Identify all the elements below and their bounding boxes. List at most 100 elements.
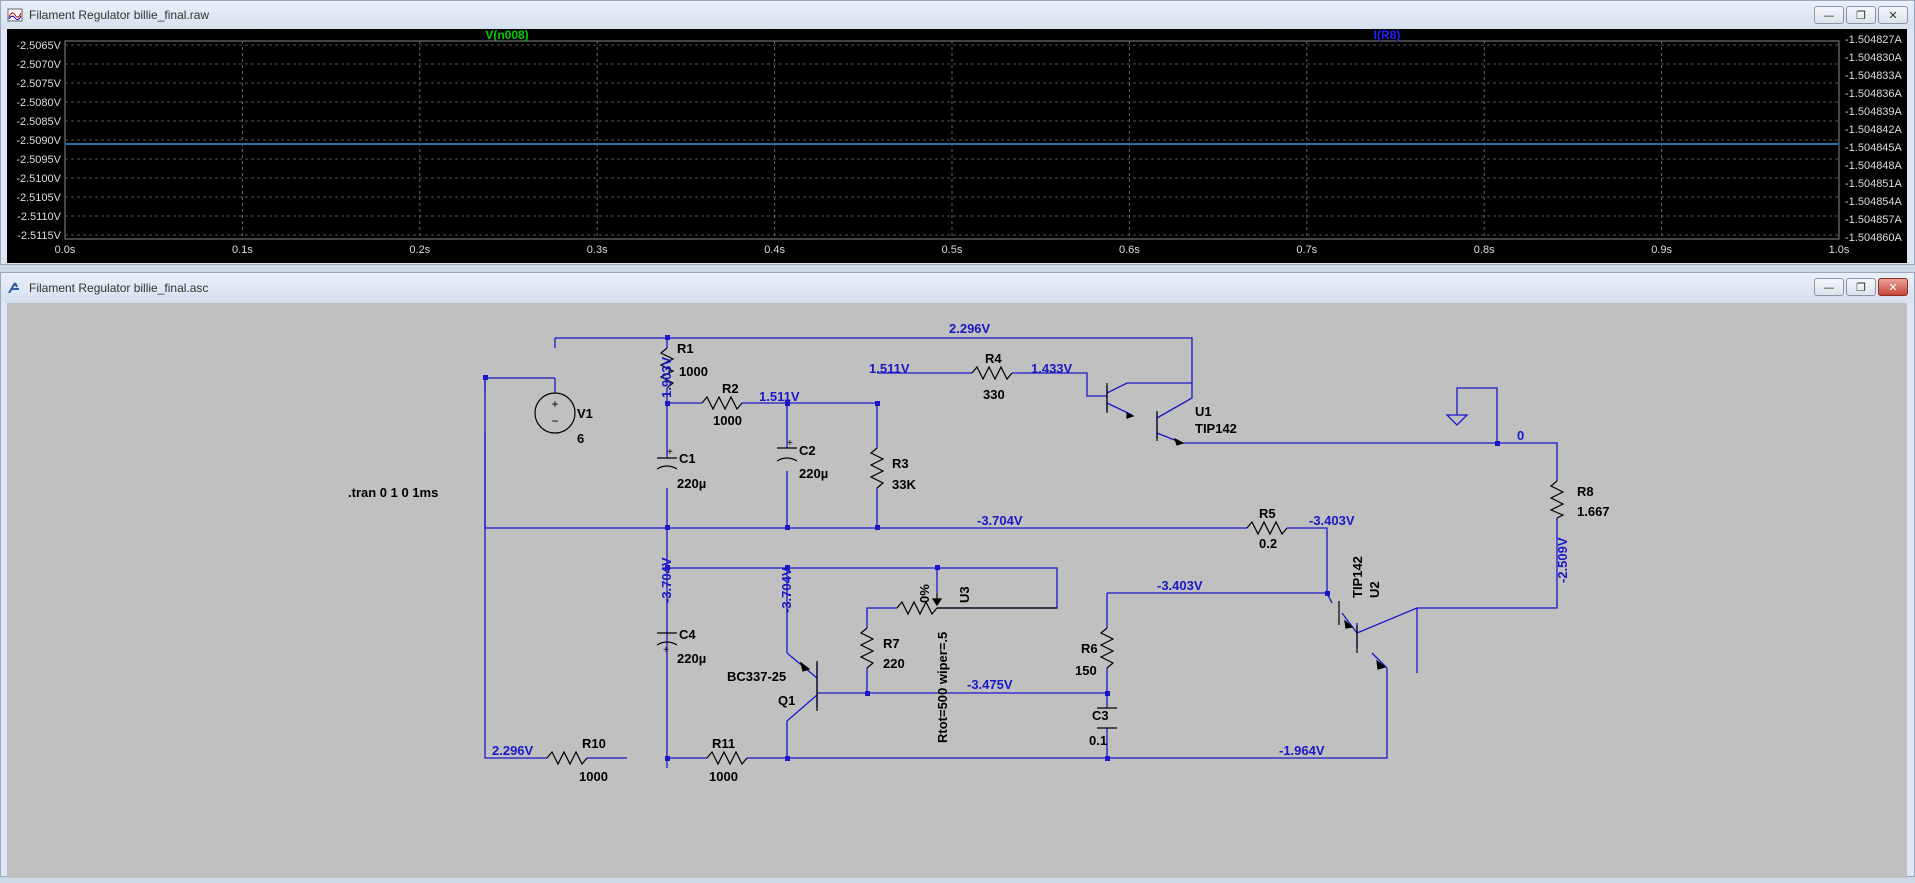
minimize-icon: — — [1823, 8, 1835, 22]
r8-value: 1.667 — [1577, 504, 1610, 519]
r4-value: 330 — [983, 387, 1005, 402]
u1-transistor[interactable] — [1106, 383, 1185, 446]
right-tick-label: -1.504857A — [1845, 214, 1903, 226]
x-tick-label: 0.9s — [1651, 244, 1672, 256]
r1-label: R1 — [677, 341, 694, 356]
plot-grid — [64, 40, 1840, 240]
q1-transistor[interactable] — [800, 661, 818, 711]
node-voltage-bottom-rail: -3.704V — [977, 513, 1023, 528]
r3-label: R3 — [892, 456, 909, 471]
left-tick-label: -2.5105V — [16, 192, 61, 204]
v1-plus-icon: + — [551, 397, 558, 411]
c3-value: 0.1 — [1089, 733, 1107, 748]
schematic-drawing[interactable]: + − + + + V1 6 R1 1000 R2 1000 R3 33K R4… — [7, 303, 1907, 878]
r6-label: R6 — [1081, 641, 1098, 656]
trace-label-v-n008[interactable]: V(n008) — [485, 28, 528, 42]
spice-directive[interactable]: .tran 0 1 0 1ms — [348, 485, 438, 500]
right-tick-label: -1.504836A — [1845, 88, 1903, 100]
waveform-window: Filament Regulator billie_final.raw — ❐ … — [0, 0, 1915, 265]
right-axis-ticks: -1.504827A-1.504830A-1.504833A-1.504836A… — [1845, 34, 1903, 244]
x-tick-label: 0.5s — [942, 244, 963, 256]
schematic-titlebar[interactable]: Filament Regulator billie_final.asc — ❐ … — [1, 273, 1914, 303]
r5-resistor[interactable] — [1246, 520, 1288, 536]
u3-potentiometer[interactable] — [896, 600, 1057, 616]
v1-source[interactable] — [534, 392, 576, 434]
minimize-button[interactable]: — — [1814, 6, 1844, 24]
node-voltage-u1-emitter: 0 — [1517, 428, 1524, 443]
r10-label: R10 — [582, 736, 606, 751]
r2-label: R2 — [722, 381, 739, 396]
r1-resistor[interactable] — [659, 347, 675, 389]
c2-label: C2 — [799, 443, 816, 458]
r11-value: 1000 — [709, 769, 738, 784]
c1-label: C1 — [679, 451, 696, 466]
c3-capacitor[interactable] — [1097, 707, 1117, 729]
close-icon: ✕ — [1888, 280, 1898, 294]
node-voltage-r1: 1.903V — [659, 356, 674, 398]
right-tick-label: -1.504842A — [1845, 124, 1903, 136]
u3-label: U3 — [957, 586, 972, 603]
v1-label: V1 — [577, 406, 593, 421]
left-tick-label: -2.5075V — [16, 78, 61, 90]
close-button[interactable]: ✕ — [1878, 278, 1908, 296]
node-voltage-q1-collector: -3.704V — [779, 567, 794, 613]
c4-label: C4 — [679, 627, 696, 642]
left-tick-label: -2.5095V — [16, 154, 61, 166]
c2-plus-icon: + — [787, 438, 793, 449]
c2-capacitor[interactable] — [776, 447, 798, 462]
x-tick-label: 0.8s — [1474, 244, 1495, 256]
r10-value: 1000 — [579, 769, 608, 784]
c4-value: 220µ — [677, 651, 706, 666]
c2-value: 220µ — [799, 466, 828, 481]
x-tick-label: 0.6s — [1119, 244, 1140, 256]
node-voltage-r4-right: 1.433V — [1031, 361, 1073, 376]
left-tick-label: -2.5115V — [17, 230, 61, 242]
left-axis-ticks: -2.5065V-2.5070V-2.5075V-2.5080V-2.5085V… — [16, 40, 61, 242]
restore-icon: ❐ — [1856, 8, 1866, 22]
node-voltage-bottom-line: -1.964V — [1279, 743, 1325, 758]
restore-button[interactable]: ❐ — [1846, 6, 1876, 24]
r8-resistor[interactable] — [1549, 480, 1565, 519]
q1-value: BC337-25 — [727, 669, 786, 684]
c4-plus-icon: + — [663, 645, 669, 656]
r2-resistor[interactable] — [701, 395, 743, 411]
r6-resistor[interactable] — [1099, 627, 1115, 669]
r4-resistor[interactable] — [971, 365, 1013, 381]
trace-label-i-r8[interactable]: I(R8) — [1374, 28, 1401, 42]
minimize-icon: — — [1823, 280, 1835, 294]
r3-resistor[interactable] — [869, 447, 885, 489]
u2-label: U2 — [1367, 581, 1382, 598]
schematic-window: Filament Regulator billie_final.asc — ❐ … — [0, 272, 1915, 878]
x-tick-label: 0.4s — [764, 244, 785, 256]
r11-resistor[interactable] — [706, 750, 748, 766]
schematic-canvas[interactable]: + − + + + V1 6 R1 1000 R2 1000 R3 33K R4… — [7, 303, 1907, 878]
schematic-app-icon — [8, 282, 19, 294]
u3-value: 0% — [917, 584, 932, 603]
right-tick-label: -1.504851A — [1845, 178, 1903, 190]
waveform-titlebar[interactable]: Filament Regulator billie_final.raw — ❐ … — [1, 1, 1914, 29]
x-tick-label: 0.3s — [587, 244, 608, 256]
minimize-button[interactable]: — — [1814, 278, 1844, 296]
node-voltage-top: 2.296V — [949, 321, 991, 336]
waveform-plot-area[interactable]: -2.5065V-2.5070V-2.5075V-2.5080V-2.5085V… — [7, 28, 1907, 263]
restore-icon: ❐ — [1856, 280, 1866, 294]
r7-label: R7 — [883, 636, 900, 651]
r2-value: 1000 — [713, 413, 742, 428]
waveform-plot[interactable]: -2.5065V-2.5070V-2.5075V-2.5080V-2.5085V… — [7, 28, 1907, 263]
node-voltage-r5-right: -3.403V — [1309, 513, 1355, 528]
right-tick-label: -1.504833A — [1845, 70, 1903, 82]
r4-label: R4 — [985, 351, 1002, 366]
c1-capacitor[interactable] — [656, 457, 678, 470]
u2-transistor[interactable] — [1338, 601, 1387, 670]
c4-capacitor[interactable] — [656, 632, 678, 646]
left-tick-label: -2.5090V — [16, 135, 61, 147]
right-tick-label: -1.504854A — [1845, 196, 1903, 208]
r7-resistor[interactable] — [859, 627, 875, 669]
right-tick-label: -1.504827A — [1845, 34, 1903, 46]
r10-resistor[interactable] — [546, 750, 588, 766]
right-tick-label: -1.504839A — [1845, 106, 1903, 118]
left-tick-label: -2.5085V — [16, 116, 61, 128]
restore-button[interactable]: ❐ — [1846, 278, 1876, 296]
close-button[interactable]: ✕ — [1878, 6, 1908, 24]
